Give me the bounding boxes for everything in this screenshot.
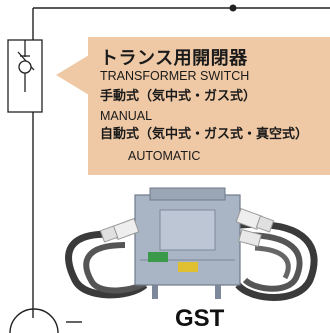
switch-circle — [18, 60, 32, 74]
label-automatic-jp: 自動式（気中式・ガス式・真空式） — [100, 127, 309, 142]
callout-pointer — [56, 55, 89, 95]
label-manual-en: MANUAL — [100, 109, 153, 123]
transformer-coil-symbol — [9, 308, 59, 333]
junction-dot — [229, 4, 237, 12]
callout-title: トランス用開閉器 — [100, 48, 248, 69]
label-automatic-en: AUTOMATIC — [128, 149, 201, 163]
callout-box — [88, 37, 330, 175]
label-manual-jp: 手動式（気中式・ガス式） — [100, 89, 257, 104]
gst-switch-device — [65, 187, 318, 301]
label-transformer-switch-en: TRANSFORMER SWITCH — [100, 69, 250, 83]
model-label: GST — [175, 305, 225, 332]
